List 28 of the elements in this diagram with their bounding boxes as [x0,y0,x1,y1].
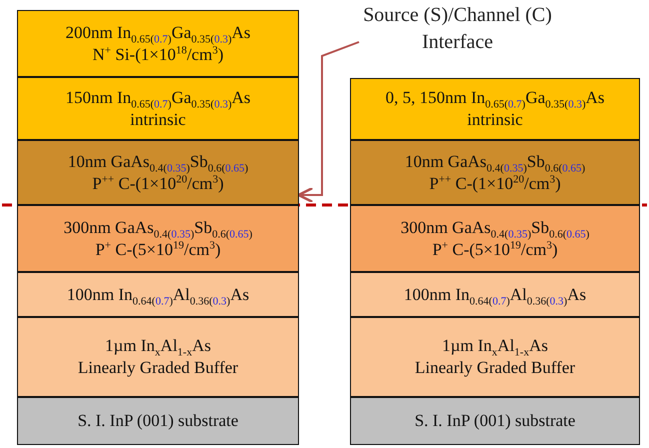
layer-label: 1µm In$_{x}$Al$_{1-x}$As [104,335,211,357]
layer-label: N$^{+}$ Si-(1×10$^{18}$/cm$^{3}$) [92,44,224,66]
epitaxial-layer [350,140,640,205]
leader-arrow [297,41,360,204]
epitaxial-layer [350,272,640,317]
epitaxial-layer [350,317,640,397]
epitaxial-layer [17,272,299,317]
layer-label: Linearly Graded Buffer [414,357,576,379]
layer-label: P$^{++}$ C-(1×10$^{20}$/cm$^{3}$) [429,172,561,194]
epitaxial-layer [350,205,640,272]
epitaxial-layer [17,140,299,205]
substrate-layer [350,397,640,445]
annotation-text: Source (S)/Channel (C) Interface [345,2,570,56]
layer-label: P$^{+}$ C-(5×10$^{19}$/cm$^{3}$) [432,238,558,260]
epitaxial-layer [17,10,299,77]
substrate-layer [17,397,299,445]
layer-label: P$^{+}$ C-(5×10$^{19}$/cm$^{3}$) [95,238,221,260]
layer-label: P$^{++}$ C-(1×10$^{20}$/cm$^{3}$) [92,172,224,194]
layer-label: 1µm In$_{x}$Al$_{1-x}$As [442,335,548,357]
epitaxial-layer [17,205,299,272]
layer-label: intrinsic [467,110,523,131]
layer-label: intrinsic [130,110,186,130]
epitaxial-layer [17,77,299,140]
layer-label: S. I. InP (001) substrate [414,410,576,432]
epitaxial-layer [17,317,299,397]
layer-label: Linearly Graded Buffer [78,357,238,379]
layer-label: S. I. InP (001) substrate [78,410,238,432]
epitaxial-layer [350,78,640,140]
